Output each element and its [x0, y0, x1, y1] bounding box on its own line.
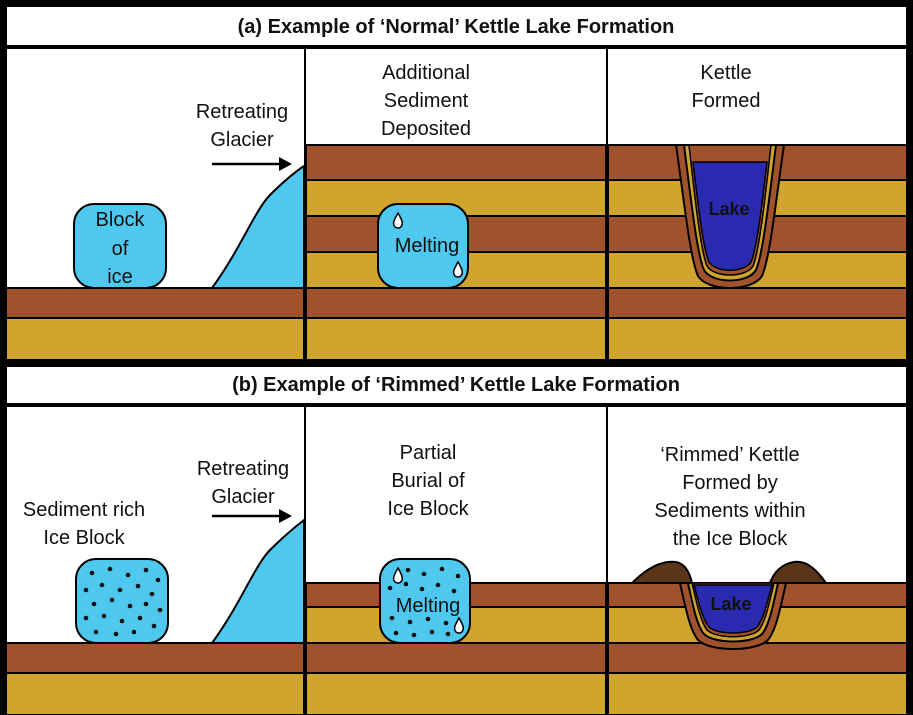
ice-block	[73, 203, 167, 289]
glacier-label-line2: Glacier	[210, 129, 274, 151]
ground-brown-layer	[5, 287, 305, 319]
caption-line3: Ice Block	[387, 498, 469, 520]
layer-gold-3	[305, 317, 607, 361]
sediment-rim-right	[768, 560, 828, 584]
caption-line4: the Ice Block	[673, 528, 789, 550]
ground-brown-layer	[5, 642, 305, 674]
layer-brown-top	[305, 144, 607, 181]
ice-label-line3: ice	[107, 266, 133, 288]
layer-brown-3	[305, 287, 607, 319]
caption-line2: Formed	[692, 90, 761, 112]
water-drop-icon	[392, 566, 403, 584]
panel-b-col2: Melting Partial Burial of Ice Block	[305, 442, 607, 715]
panel-a-title: (a) Example of ‘Normal’ Kettle Lake Form…	[238, 16, 675, 38]
caption-line1: ‘Rimmed’ Kettle	[660, 444, 799, 466]
water-drop-icon	[452, 260, 463, 278]
glacier-label-line2: Glacier	[211, 486, 275, 508]
melting-label: Melting	[396, 595, 460, 617]
ice-label-line1: Block	[96, 209, 146, 231]
glacier-label-line1: Retreating	[196, 101, 288, 123]
layer-gold-3	[607, 317, 908, 361]
sediment-rich-ice-block	[75, 558, 169, 644]
caption-line2: Burial of	[391, 470, 465, 492]
panel-b-border	[5, 405, 908, 715]
panel-a-col3: Lake Kettle Formed	[607, 62, 908, 361]
glacier-shape	[210, 164, 305, 289]
ice-label-line2: Ice Block	[43, 527, 125, 549]
ice-label-line1: Sediment rich	[23, 499, 145, 521]
layer-gold-2	[305, 672, 607, 715]
lake-label: Lake	[708, 199, 749, 219]
caption-line2: Sediment	[384, 90, 469, 112]
panel-b-title-bar	[5, 365, 908, 405]
panel-a-border	[5, 47, 908, 361]
ground-gold-layer	[5, 672, 305, 715]
kettle-lake	[692, 161, 768, 271]
caption-line1: Kettle	[700, 62, 751, 84]
caption-line3: Deposited	[381, 118, 471, 140]
glacier-label-line1: Retreating	[197, 458, 289, 480]
panel-b-title: (b) Example of ‘Rimmed’ Kettle Lake Form…	[232, 374, 680, 396]
caption-line1: Partial	[400, 442, 457, 464]
panel-a: (a) Example of ‘Normal’ Kettle Lake Form…	[5, 5, 908, 361]
layer-brown-2	[305, 642, 607, 674]
glacier-shape	[210, 517, 305, 644]
arrow-head	[279, 157, 292, 171]
arrow-head	[279, 509, 292, 523]
sediment-dots	[83, 566, 163, 637]
sediment-dots	[387, 566, 461, 638]
caption-line2: Formed by	[682, 472, 778, 494]
ground-gold-layer	[5, 317, 305, 361]
water-drop-icon	[453, 616, 464, 634]
layer-brown-2	[607, 642, 908, 674]
layer-gold-2	[607, 672, 908, 715]
panel-b-col1: Sediment rich Ice Block Retreating Glaci…	[5, 458, 305, 715]
lake-label: Lake	[710, 594, 751, 614]
kettle-lake	[693, 584, 773, 634]
water-drop-icon	[392, 211, 403, 229]
caption-line3: Sediments within	[654, 500, 805, 522]
caption-line1: Additional	[382, 62, 470, 84]
melting-label: Melting	[395, 235, 459, 257]
layer-brown-3	[607, 287, 908, 319]
sediment-rim-left	[629, 560, 694, 584]
panel-a-title-bar	[5, 5, 908, 47]
ice-label-line2: of	[112, 238, 129, 260]
panel-b: (b) Example of ‘Rimmed’ Kettle Lake Form…	[5, 365, 908, 715]
panel-a-col1: Block of ice Retreating Glacier	[5, 101, 305, 361]
